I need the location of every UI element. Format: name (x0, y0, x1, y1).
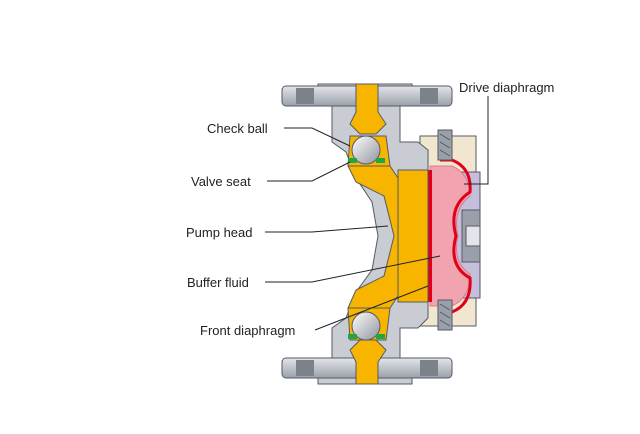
label-check-ball: Check ball (207, 121, 268, 136)
label-valve-seat: Valve seat (191, 174, 251, 189)
seal-icon (348, 158, 385, 339)
top-valve-seat-right (376, 158, 385, 163)
leader-buffer-fluid (265, 255, 441, 283)
top-flange-bolt-right (420, 88, 438, 104)
bottom-flange-bolt-right (420, 360, 438, 376)
bolt-icon (437, 129, 453, 331)
leader-front-diaphragm (314, 285, 429, 331)
ball-icon (351, 135, 381, 165)
front-diaphragm-shape (428, 170, 432, 302)
top-flange-bolt-left (296, 88, 314, 104)
bottom-drive-bolt-thread (439, 303, 451, 327)
bottom-inlet-channel (349, 339, 387, 385)
leader-drive-diaphragm (464, 96, 489, 185)
bottom-check-ball (351, 311, 381, 341)
leader-pump-head (265, 225, 389, 233)
drive-rod (465, 225, 481, 247)
top-drive-bolt-thread (439, 133, 451, 157)
top-valve-seat-left (348, 158, 357, 163)
bottom-valve-seat-right (376, 334, 385, 339)
leader-check-ball (284, 127, 351, 147)
label-buffer-fluid: Buffer fluid (187, 275, 249, 290)
label-pump-head: Pump head (186, 225, 253, 240)
top-outlet-channel (349, 83, 387, 135)
drive-diaphragm-shape (440, 158, 472, 314)
label-front-diaphragm: Front diaphragm (200, 323, 295, 338)
pump-chamber-fluid (397, 169, 429, 303)
bottom-valve-seat-left (348, 334, 357, 339)
leader-valve-seat (267, 161, 351, 182)
label-drive-diaphragm: Drive diaphragm (459, 80, 554, 95)
bottom-flange-bolt-left (296, 360, 314, 376)
